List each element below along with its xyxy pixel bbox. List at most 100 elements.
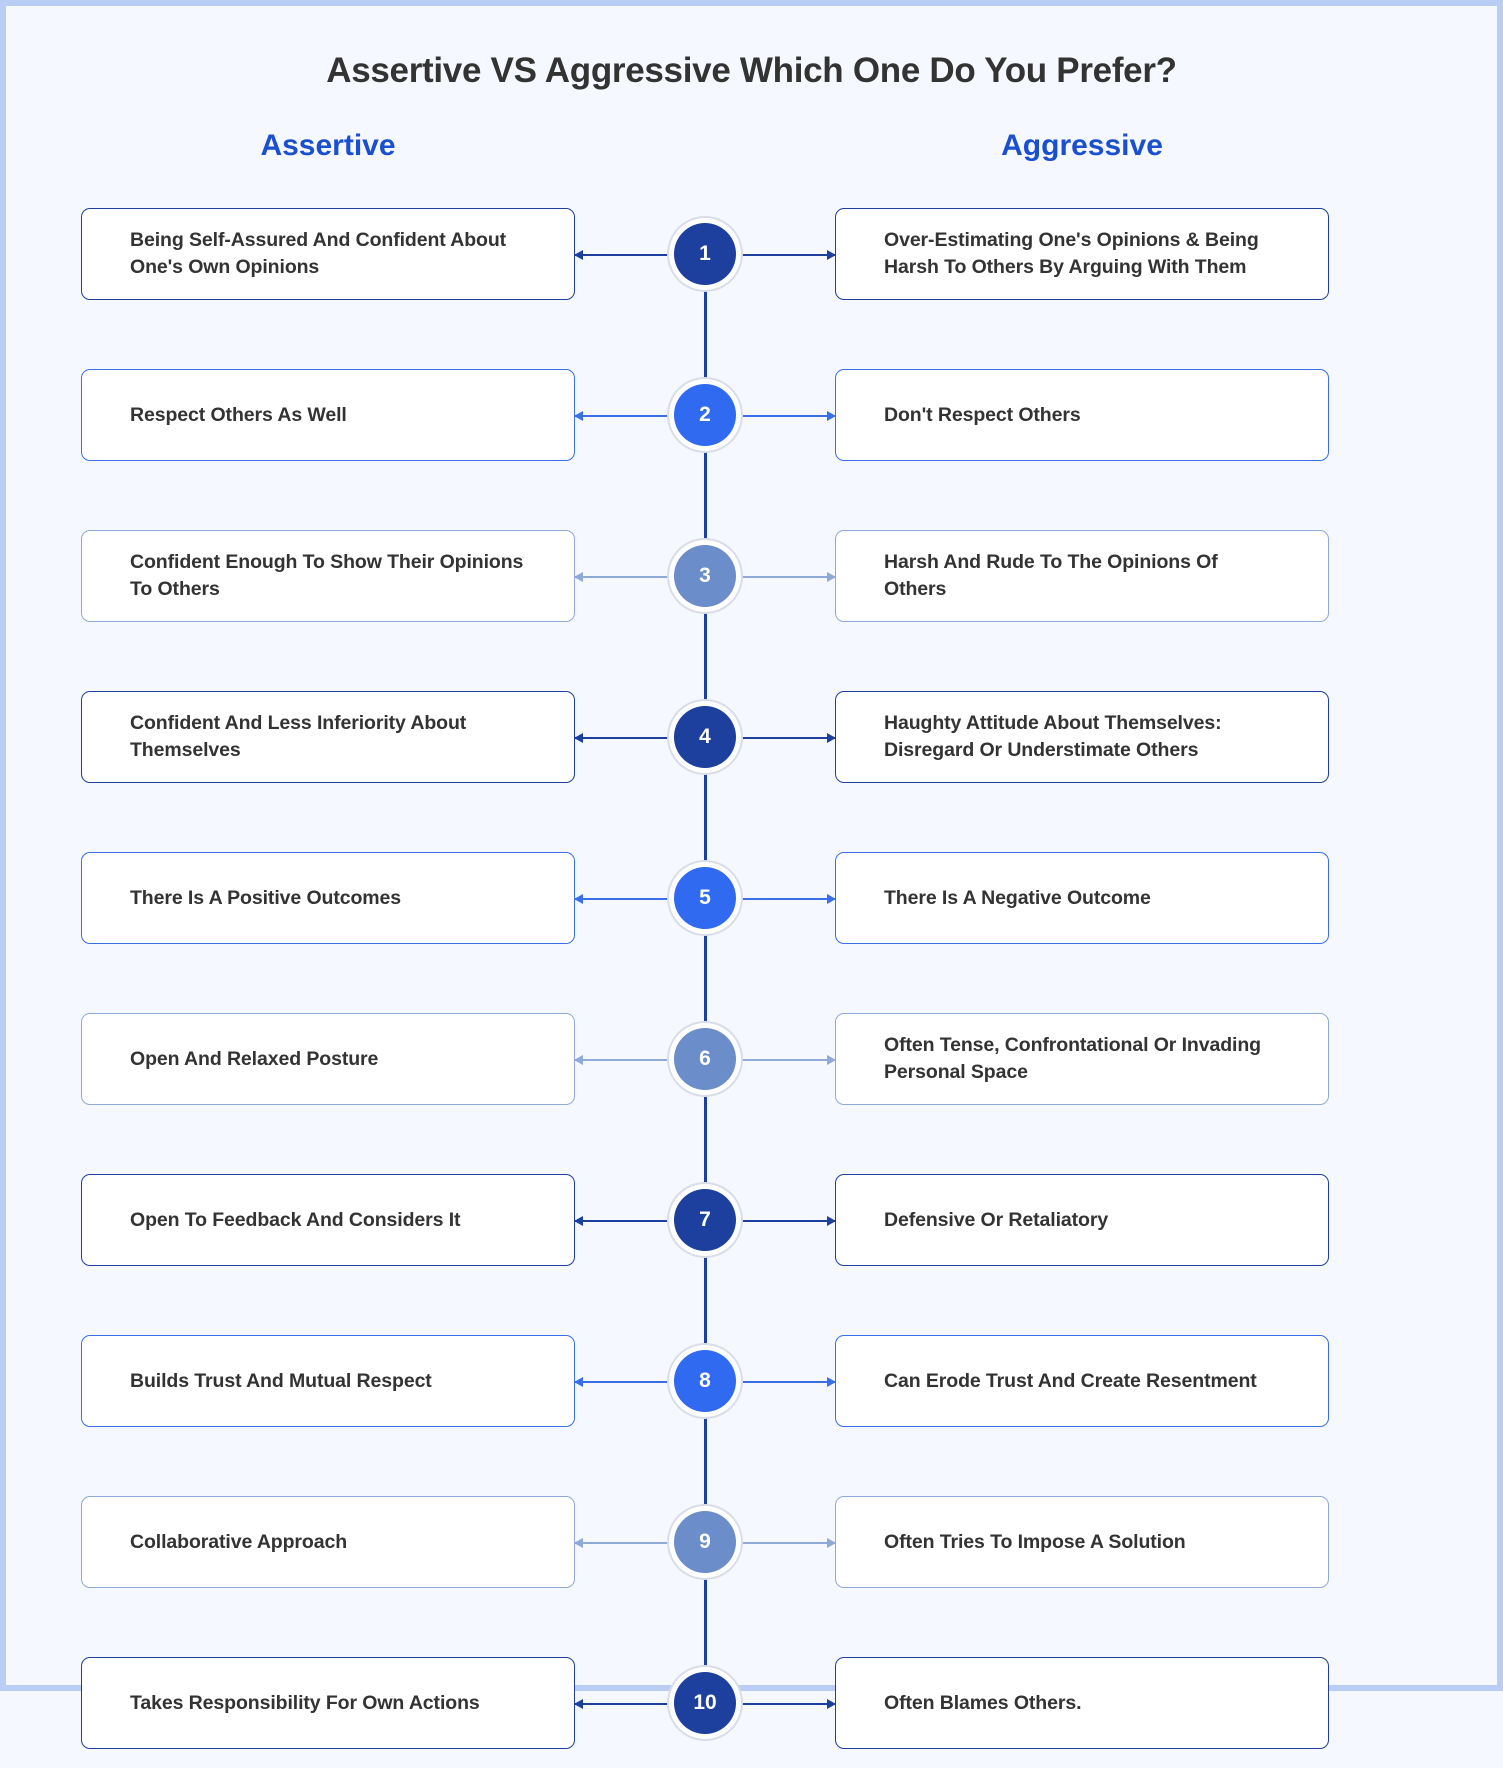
step-number-node[interactable]: 6 <box>674 1028 736 1090</box>
node-column: 1 <box>574 189 836 351</box>
assertive-text: Takes Responsibility For Own Actions <box>130 1691 480 1714</box>
node-column: 6 <box>574 962 836 1156</box>
step-number-node[interactable]: 1 <box>674 223 736 285</box>
aggressive-box[interactable]: Often Tense, Confrontational Or Invading… <box>835 1013 1329 1105</box>
assertive-text: Builds Trust And Mutual Respect <box>130 1369 432 1392</box>
comparison-row: Builds Trust And Mutual Respect 8 Can Erod… <box>81 1284 1422 1478</box>
arrow-head-left-icon <box>574 733 583 743</box>
aggressive-box[interactable]: Can Erode Trust And Create Resentment <box>835 1335 1329 1427</box>
step-number-label: 6 <box>699 1047 711 1070</box>
step-number-label: 2 <box>699 403 711 426</box>
comparison-row: Collaborative Approach 9 Often Tries To Im… <box>81 1445 1422 1639</box>
step-number-node[interactable]: 3 <box>674 545 736 607</box>
step-number-label: 10 <box>693 1691 717 1714</box>
assertive-box[interactable]: Builds Trust And Mutual Respect <box>81 1335 575 1427</box>
assertive-text: Confident Enough To Show Their Opinions … <box>130 551 524 600</box>
aggressive-box[interactable]: Haughty Attitude About Themselves: Disre… <box>835 691 1329 783</box>
assertive-box[interactable]: Confident Enough To Show Their Opinions … <box>81 530 575 622</box>
aggressive-box[interactable]: Often Blames Others. <box>835 1657 1329 1749</box>
assertive-text: Collaborative Approach <box>130 1530 348 1553</box>
arrow-head-right-icon <box>827 1538 836 1548</box>
node-column: 7 <box>574 1123 836 1317</box>
assertive-box[interactable]: Respect Others As Well <box>81 369 575 461</box>
comparison-row: Confident And Less Inferiority About The… <box>81 640 1422 834</box>
arrow-to-aggressive <box>736 894 836 904</box>
node-column: 3 <box>574 479 836 673</box>
step-number-node[interactable]: 10 <box>674 1672 736 1734</box>
step-number-node[interactable]: 7 <box>674 1189 736 1251</box>
comparison-row: Open To Feedback And Considers It 7 Defens… <box>81 1123 1422 1317</box>
step-number-label: 4 <box>699 725 711 748</box>
assertive-box[interactable]: Being Self-Assured And Confident About O… <box>81 208 575 300</box>
arrow-head-right-icon <box>827 572 836 582</box>
arrow-head-right-icon <box>827 1055 836 1065</box>
aggressive-text: Often Tense, Confrontational Or Invading… <box>884 1034 1261 1083</box>
step-number-label: 5 <box>699 886 711 909</box>
assertive-text: Being Self-Assured And Confident About O… <box>130 229 507 278</box>
aggressive-box[interactable]: Harsh And Rude To The Opinions Of Others <box>835 530 1329 622</box>
node-column: 8 <box>574 1284 836 1478</box>
aggressive-text: Defensive Or Retaliatory <box>884 1208 1109 1231</box>
assertive-box[interactable]: Open And Relaxed Posture <box>81 1013 575 1105</box>
connector-line-up <box>703 1606 707 1672</box>
arrow-head-left-icon <box>574 1055 583 1065</box>
aggressive-box[interactable]: Don't Respect Others <box>835 369 1329 461</box>
arrow-to-assertive <box>574 1377 674 1387</box>
arrow-to-aggressive <box>736 1216 836 1226</box>
assertive-box[interactable]: Takes Responsibility For Own Actions <box>81 1657 575 1749</box>
arrow-to-aggressive <box>736 250 836 260</box>
arrow-head-left-icon <box>574 250 583 260</box>
assertive-box[interactable]: Confident And Less Inferiority About The… <box>81 691 575 783</box>
step-number-label: 7 <box>699 1208 711 1231</box>
arrow-head-right-icon <box>827 733 836 743</box>
aggressive-text: Don't Respect Others <box>884 403 1081 426</box>
connector-line-up <box>703 1123 707 1189</box>
step-number-node[interactable]: 8 <box>674 1350 736 1412</box>
aggressive-text: Can Erode Trust And Create Resentment <box>884 1369 1257 1392</box>
arrow-to-aggressive <box>736 1538 836 1548</box>
column-heading-assertive: Assertive <box>260 129 396 162</box>
assertive-box[interactable]: Open To Feedback And Considers It <box>81 1174 575 1266</box>
connector-line-up <box>703 479 707 545</box>
connector-line-up <box>703 318 707 384</box>
arrow-to-aggressive <box>736 1377 836 1387</box>
step-number-label: 8 <box>699 1369 711 1392</box>
arrow-head-left-icon <box>574 572 583 582</box>
step-number-node[interactable]: 2 <box>674 384 736 446</box>
step-number-node[interactable]: 5 <box>674 867 736 929</box>
arrow-to-assertive <box>574 733 674 743</box>
aggressive-box[interactable]: Often Tries To Impose A Solution <box>835 1496 1329 1588</box>
arrow-head-left-icon <box>574 1216 583 1226</box>
comparison-row: There Is A Positive Outcomes 5 There Is A … <box>81 801 1422 995</box>
aggressive-text: Over-Estimating One's Opinions & Being H… <box>884 229 1259 278</box>
arrow-to-assertive <box>574 572 674 582</box>
aggressive-box[interactable]: There Is A Negative Outcome <box>835 852 1329 944</box>
arrow-to-aggressive <box>736 1055 836 1065</box>
aggressive-box[interactable]: Defensive Or Retaliatory <box>835 1174 1329 1266</box>
arrow-head-left-icon <box>574 1377 583 1387</box>
assertive-text: Respect Others As Well <box>130 403 347 426</box>
comparison-row: Takes Responsibility For Own Actions 10 Of… <box>81 1606 1422 1768</box>
step-number-label: 1 <box>699 242 711 265</box>
arrow-to-assertive <box>574 1699 674 1709</box>
arrow-to-aggressive <box>736 733 836 743</box>
aggressive-text: Haughty Attitude About Themselves: Disre… <box>884 712 1222 761</box>
aggressive-text: Often Tries To Impose A Solution <box>884 1530 1186 1553</box>
node-column: 2 <box>574 318 836 512</box>
assertive-box[interactable]: There Is A Positive Outcomes <box>81 852 575 944</box>
step-number-node[interactable]: 9 <box>674 1511 736 1573</box>
arrow-head-right-icon <box>827 1699 836 1709</box>
connector-line-up <box>703 1284 707 1350</box>
arrow-to-assertive <box>574 1216 674 1226</box>
step-number-node[interactable]: 4 <box>674 706 736 768</box>
comparison-row: Respect Others As Well 2 Don't Respect Oth… <box>81 318 1422 512</box>
assertive-text: Open To Feedback And Considers It <box>130 1208 461 1231</box>
assertive-box[interactable]: Collaborative Approach <box>81 1496 575 1588</box>
arrow-head-left-icon <box>574 411 583 421</box>
step-number-label: 9 <box>699 1530 711 1553</box>
arrow-head-right-icon <box>827 250 836 260</box>
assertive-text: Open And Relaxed Posture <box>130 1047 379 1070</box>
arrow-to-aggressive <box>736 1699 836 1709</box>
aggressive-box[interactable]: Over-Estimating One's Opinions & Being H… <box>835 208 1329 300</box>
arrow-head-right-icon <box>827 894 836 904</box>
